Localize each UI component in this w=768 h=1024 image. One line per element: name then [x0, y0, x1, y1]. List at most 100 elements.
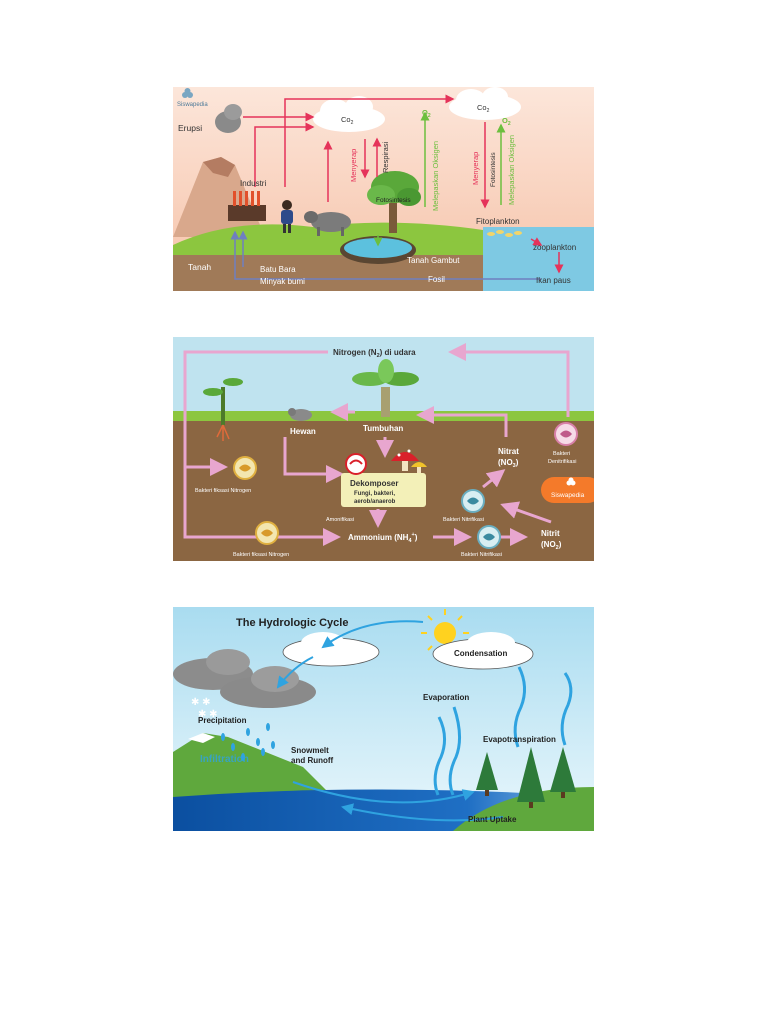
person-icon: [281, 200, 293, 233]
label-tanah: Tanah: [188, 262, 211, 272]
tree-icon: [367, 171, 421, 233]
label-nitrogen-udara: Nitrogen (N2) di udara: [333, 348, 416, 359]
bacteria-fiksasi-top-icon: [233, 456, 257, 480]
snowflake-icon: ✱ ✱: [191, 697, 211, 708]
label-batu-bara: Batu Bara: [260, 265, 296, 274]
label-ikan-paus: Ikan paus: [536, 276, 571, 285]
arrow-fosil: [230, 230, 541, 280]
factory-icon: [228, 191, 266, 221]
hydrologic-cycle-diagram: ✱ ✱ ✱ ✱ The Hydrologic Cycle Condensatio…: [173, 607, 594, 831]
label-nitrit: Nitrit: [541, 529, 560, 538]
plankton-icon: [487, 230, 522, 237]
banana-tree-icon: [352, 359, 419, 417]
arrow-fito-zoo: [530, 237, 543, 246]
arrow-hewan-dekomposer: [283, 437, 344, 483]
brand-text: Siswapedia: [177, 102, 208, 108]
peat-pond-water: [344, 238, 412, 258]
carbon-cycle-svg: Siswapedia Erupsi Co2 Co2 O2 O2 Menyerap…: [173, 87, 594, 291]
label-dekomposer-desc-2: aerob/anaerob: [354, 499, 396, 505]
buffalo-icon: [304, 211, 351, 236]
label-tumbuhan: Tumbuhan: [363, 424, 403, 433]
label-bakteri-fiksasi-top: Bakteri fiksasi Nitrogen: [195, 488, 251, 494]
tree-icons: [476, 747, 576, 808]
rat-icon: [288, 408, 312, 421]
arrow-nitrit-nitrifikasi: [500, 501, 552, 524]
label-amonifikasi: Amonifikasi: [326, 517, 354, 523]
arrow-runoff: [292, 781, 475, 804]
bacteria-fiksasi-bottom-icon: [255, 521, 279, 545]
hydrologic-cycle-svg: ✱ ✱ ✱ ✱ The Hydrologic Cycle Condensatio…: [173, 607, 594, 831]
cloud-left: [313, 96, 385, 132]
label-bakteri-denitrifikasi-2: Denitrifikasi: [548, 459, 576, 465]
arrow-industri-co2: [254, 122, 315, 187]
arrow-precipitation: [276, 656, 314, 689]
label-melepaskan-right: Melepaskan Oksigen: [507, 135, 516, 205]
label-melepaskan-left: Melepaskan Oksigen: [431, 141, 440, 211]
arrow-nitrat-tumbuhan: [416, 406, 508, 437]
label-menyerap-left: Menyerap: [349, 149, 358, 182]
label-ammonium: Ammonium (NH4+): [348, 532, 418, 544]
hydro-title: The Hydrologic Cycle: [236, 617, 348, 629]
rain-icon: [221, 723, 275, 761]
nitrogen-cycle-diagram: Siswapedia Nitrogen (N2) di udara Hewan …: [173, 337, 594, 561]
brand-text: Siswapedia: [551, 492, 585, 499]
label-fotosintesis-right: Fotosintesis: [490, 152, 497, 187]
label-condensation: Condensation: [454, 649, 507, 658]
right-land: [453, 787, 594, 831]
label-respirasi: Respirasi: [381, 141, 390, 173]
bacteria-nitrifikasi-bottom-icon: [477, 525, 501, 549]
mushroom-icon: [391, 449, 427, 473]
label-nitrat: Nitrat: [498, 447, 519, 456]
label-dekomposer-desc-1: Fungi, bakteri,: [354, 491, 395, 497]
dekomposer-icon: [345, 453, 367, 475]
label-dekomposer: Dekomposer: [350, 479, 398, 488]
label-bakteri-nitrifikasi-top: Bakteri Nitrifikasi: [443, 517, 484, 523]
label-plant-uptake: Plant Uptake: [468, 815, 517, 824]
sprout-icon: [203, 378, 243, 441]
bacteria-nitrifikasi-top-icon: [461, 489, 485, 513]
label-industri: Industri: [240, 179, 266, 188]
label-snowmelt-2: and Runoff: [291, 756, 334, 765]
siswapedia-logo: Siswapedia: [177, 88, 208, 108]
label-tanah-gambut: Tanah Gambut: [407, 256, 460, 265]
cloud-right: [449, 87, 521, 120]
label-o2-right: O2: [502, 116, 511, 127]
arrow-denitrifikasi-up: [448, 343, 570, 417]
label-precipitation: Precipitation: [198, 716, 247, 725]
label-nitrit-formula: (NO2): [541, 540, 562, 551]
bacteria-denitrifikasi-icon: [554, 422, 578, 446]
label-evapotranspiration: Evapotranspiration: [483, 735, 556, 744]
label-menyerap-right: Menyerap: [471, 152, 480, 185]
mountain-land: [173, 733, 333, 797]
dekomposer-box: [341, 473, 426, 507]
label-bakteri-fiksasi-bottom: Bakteri fiksasi Nitrogen: [233, 552, 289, 558]
label-snowmelt-1: Snowmelt: [291, 746, 329, 755]
label-fotosintesis-tree: Fotosintesis: [376, 197, 411, 204]
label-co2-left: Co2: [341, 115, 354, 126]
label-infiltration: Infiltration: [200, 754, 249, 765]
label-zooplankton: zooplankton: [533, 243, 576, 252]
label-nitrat-formula: (NO3): [498, 458, 519, 469]
label-fosil: Fosil: [428, 275, 445, 284]
label-minyak-bumi: Minyak bumi: [260, 277, 305, 286]
ground-soil: [173, 252, 483, 291]
label-o2-left: O2: [422, 108, 431, 119]
siswapedia-badge: Siswapedia: [541, 477, 594, 503]
label-hewan: Hewan: [290, 427, 316, 436]
label-fitoplankton: Fitoplankton: [476, 217, 520, 226]
nitrogen-cycle-svg: Siswapedia Nitrogen (N2) di udara Hewan …: [173, 337, 594, 561]
carbon-cycle-diagram: Siswapedia Erupsi Co2 Co2 O2 O2 Menyerap…: [173, 87, 594, 291]
white-cloud-right: [432, 632, 534, 670]
arrow-plant-uptake: [341, 803, 504, 822]
label-erupsi: Erupsi: [178, 123, 202, 133]
arrow-industri-co2-right: [284, 94, 455, 187]
label-evaporation: Evaporation: [423, 693, 469, 702]
label-bakteri-nitrifikasi-bottom: Bakteri Nitrifikasi: [461, 552, 502, 558]
snow-cap: [188, 733, 215, 743]
label-bakteri-denitrifikasi-1: Bakteri: [553, 451, 570, 457]
evaporation-waves: [433, 666, 573, 796]
arrow-nitrifikasi-nitrat: [482, 469, 506, 489]
label-co2-right: Co2: [477, 103, 490, 114]
arrow-condensation: [321, 620, 424, 649]
snowflake-icon: ✱ ✱: [198, 709, 218, 720]
